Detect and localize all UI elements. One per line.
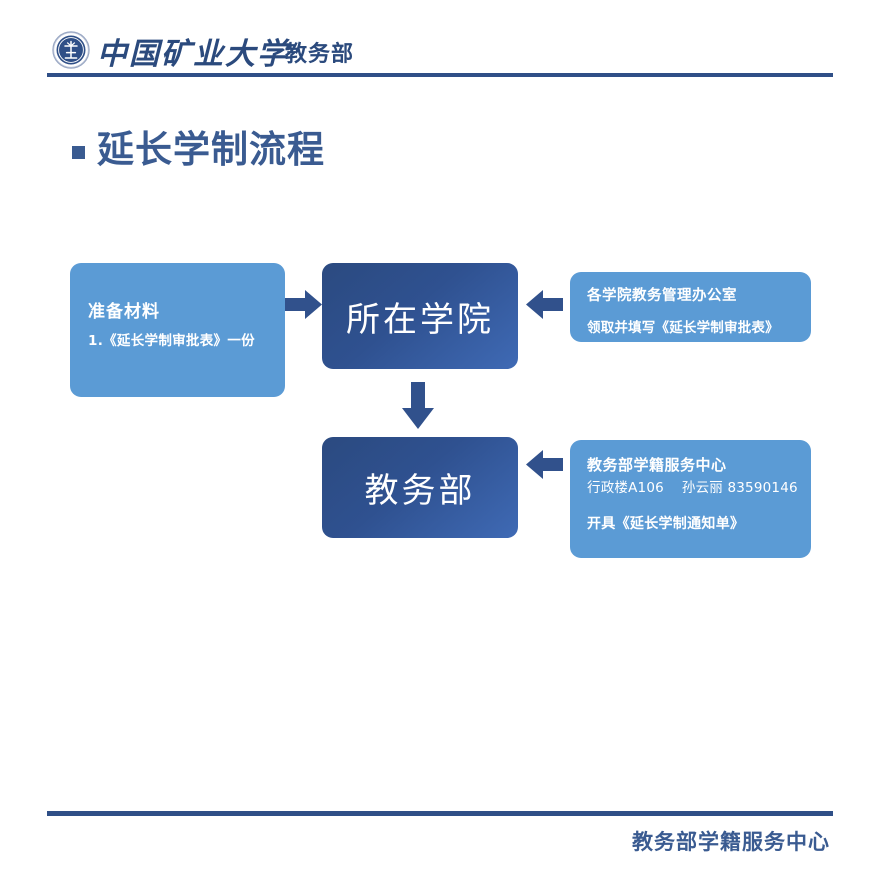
- page-title-text: 延长学制流程: [97, 128, 325, 171]
- registrar-service-center-info-box: 教务部学籍服务中心 行政楼A106 孙云丽 83590146 开具《延长学制通知…: [570, 440, 811, 558]
- page-title: 延长学制流程: [72, 131, 325, 168]
- footer-divider: [47, 811, 833, 816]
- prepare-materials-box: 准备材料 1.《延长学制审批表》一份: [70, 263, 285, 397]
- arrow-down-icon: [400, 382, 436, 434]
- arrow-right-icon: [285, 288, 323, 325]
- prepare-materials-title: 准备材料: [88, 302, 160, 322]
- page-header: 中国矿业大学 教务部: [0, 0, 875, 80]
- arrow-left-icon: [524, 448, 564, 485]
- university-seal-icon: [52, 31, 90, 69]
- college-node-label: 所在学院: [346, 299, 494, 340]
- college-node-box: 所在学院: [322, 263, 518, 369]
- registrar-center-name: 教务部学籍服务中心: [587, 456, 727, 474]
- arrow-left-icon: [524, 288, 564, 325]
- title-bullet-icon: [72, 146, 85, 159]
- registrar-center-contact: 行政楼A106 孙云丽 83590146: [587, 480, 798, 496]
- header-divider: [47, 73, 833, 77]
- footer-text: 教务部学籍服务中心: [632, 830, 830, 854]
- prepare-materials-item: 1.《延长学制审批表》一份: [88, 333, 255, 349]
- college-office-name: 各学院教务管理办公室: [587, 288, 737, 304]
- college-office-action: 领取并填写《延长学制审批表》: [587, 320, 779, 336]
- academic-affairs-node-label: 教务部: [364, 471, 476, 511]
- college-office-info-box: 各学院教务管理办公室 领取并填写《延长学制审批表》: [570, 272, 811, 342]
- header-university-name: 中国矿业大学: [97, 37, 289, 72]
- registrar-center-action: 开具《延长学制通知单》: [587, 516, 745, 532]
- header-department-name: 教务部: [285, 42, 355, 67]
- academic-affairs-node-box: 教务部: [322, 437, 518, 538]
